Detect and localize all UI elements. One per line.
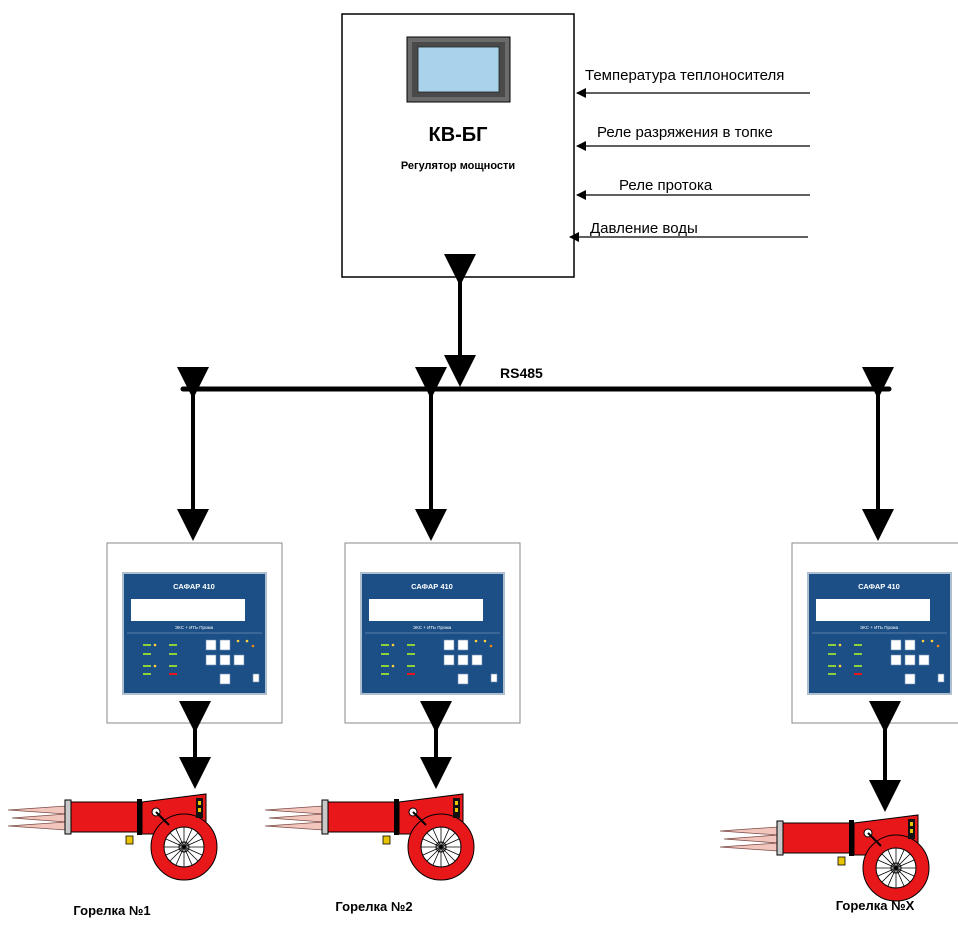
burner-2-icon bbox=[264, 793, 475, 881]
input-label-2: Реле разряжения в топке bbox=[597, 124, 773, 141]
regulator-subtitle: Регулятор мощности bbox=[401, 160, 515, 172]
burner-label-1: Горелка №1 bbox=[73, 903, 150, 918]
input-label-1: Температура теплоносителя bbox=[585, 67, 784, 84]
burner-label-3: Горелка №X bbox=[836, 898, 915, 913]
regulator-screen-icon bbox=[406, 36, 511, 103]
burner-1-icon bbox=[7, 793, 218, 881]
regulator-box: КВ-БГ Регулятор мощности bbox=[341, 13, 575, 278]
controller-subtitle: ЭКС + ИТЬ Прома bbox=[175, 625, 214, 630]
controller-1: САФАР 410 ЭКС + ИТЬ Прома bbox=[106, 542, 283, 724]
bus-label: RS485 bbox=[500, 365, 543, 381]
input-label-4: Давление воды bbox=[590, 220, 698, 237]
controller-subtitle: ЭКС + ИТЬ Прома bbox=[860, 625, 899, 630]
input-signals: Температура теплоносителя Реле разряжени… bbox=[569, 67, 810, 242]
input-label-3: Реле протока bbox=[619, 177, 713, 194]
regulator-title: КВ-БГ bbox=[428, 124, 487, 146]
burner-3-icon bbox=[719, 814, 930, 902]
controller-title: САФАР 410 bbox=[173, 582, 215, 591]
controller-2: САФАР 410 ЭКС + ИТЬ Прома bbox=[344, 542, 521, 724]
controller-title: САФАР 410 bbox=[858, 582, 900, 591]
controller-3: САФАР 410 ЭКС + ИТЬ Прома bbox=[791, 542, 958, 724]
burner-label-2: Горелка №2 bbox=[335, 899, 412, 914]
controller-subtitle: ЭКС + ИТЬ Прома bbox=[413, 625, 452, 630]
controller-title: САФАР 410 bbox=[411, 582, 453, 591]
